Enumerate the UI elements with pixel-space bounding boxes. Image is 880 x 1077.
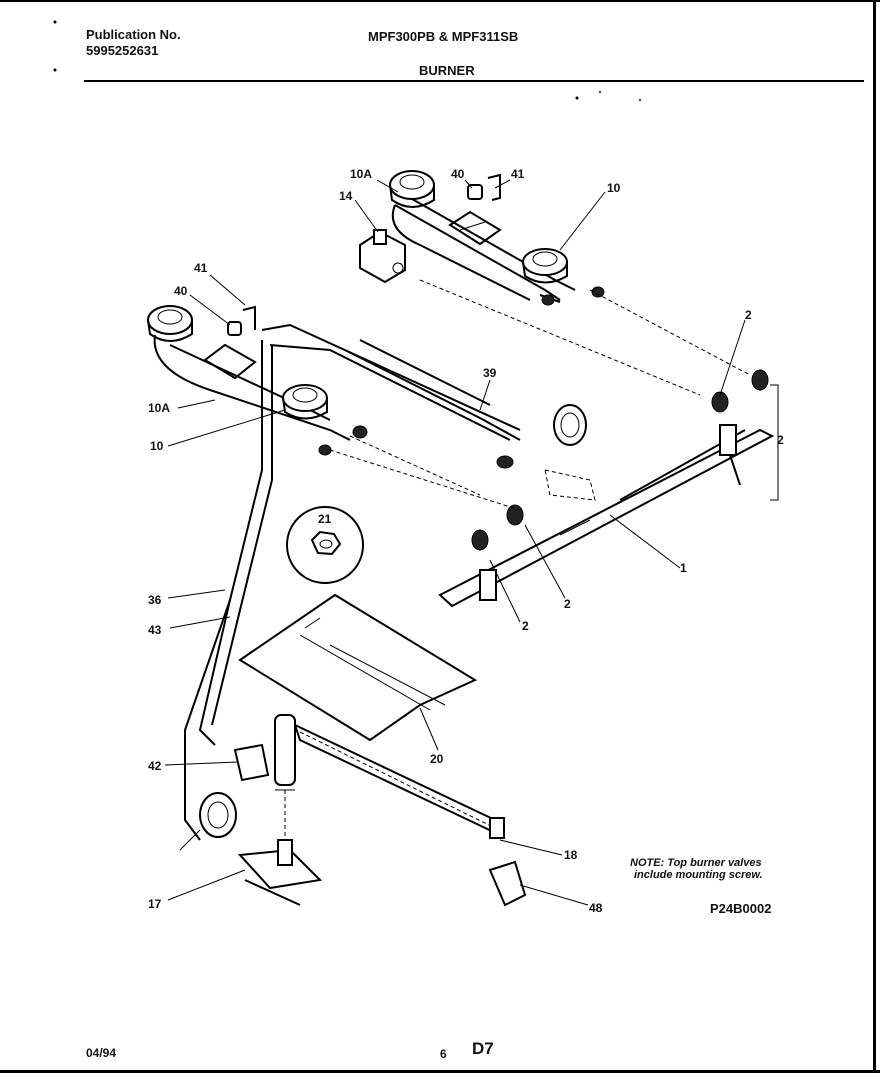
frame-top: [0, 0, 880, 2]
part-label-20: 20: [430, 752, 444, 766]
part-label-17: 17: [148, 897, 162, 911]
header-rule: [84, 80, 864, 82]
right-burner-assembly: [359, 170, 605, 306]
frame-right: [873, 0, 876, 1073]
part-label-43: 43: [148, 623, 162, 637]
part-label-10-top: 10: [607, 181, 621, 195]
part-label-1: 1: [680, 561, 687, 575]
part-label-10a-left: 10A: [148, 401, 171, 415]
part-label-48: 48: [589, 901, 603, 915]
part-label-41-left: 41: [194, 261, 208, 275]
part-label-42: 42: [148, 759, 162, 773]
part-label-40-left: 40: [174, 284, 188, 298]
footer-code: D7: [472, 1039, 494, 1058]
part-label-21: 21: [318, 512, 332, 526]
part-label-39: 39: [483, 366, 497, 380]
footer-page: 6: [440, 1047, 447, 1061]
oven-burner-18: [274, 714, 505, 839]
oven-valve-17: [179, 790, 323, 906]
footer-date: 04/94: [86, 1046, 117, 1060]
part-label-41-top: 41: [511, 167, 525, 181]
part-label-2-lower: 2: [522, 619, 529, 633]
part-label-2-bracket: 2: [777, 433, 784, 447]
part-label-14: 14: [339, 189, 353, 203]
part-label-18: 18: [564, 848, 578, 862]
part-label-10-left: 10: [150, 439, 164, 453]
nut-callout-21: [286, 506, 364, 584]
tubes-36-43: [184, 340, 273, 841]
part-label-36: 36: [148, 593, 162, 607]
baffle-20: [238, 593, 478, 742]
frame-bottom: [0, 1070, 880, 1073]
section-title: BURNER: [419, 63, 475, 78]
note-line-2: include mounting screw.: [634, 869, 763, 881]
left-burner-assembly: [147, 305, 596, 501]
diagram-code: P24B0002: [710, 901, 772, 916]
part-label-40-top: 40: [451, 167, 465, 181]
part-label-2-center: 2: [564, 597, 571, 611]
model-numbers: MPF300PB & MPF311SB: [368, 29, 519, 44]
burner-valves: [329, 279, 769, 551]
publication-label: Publication No.: [86, 27, 181, 42]
publication-number: 5995252631: [86, 43, 159, 58]
part-label-10a-top: 10A: [350, 167, 373, 181]
note-line-1: NOTE: Top burner valves: [630, 857, 762, 869]
leader-lines: [164, 179, 746, 906]
manifold-rail: [438, 424, 775, 608]
part-label-2-upper-right: 2: [745, 308, 752, 322]
